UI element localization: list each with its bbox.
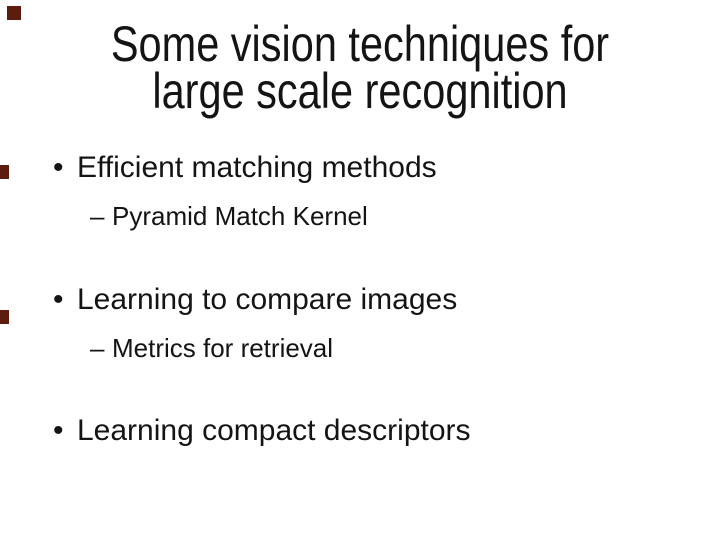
bullet-text: Learning compact descriptors xyxy=(77,414,471,447)
bullet-dot-icon: • xyxy=(53,151,64,184)
bullet-item-learning-compact-descriptors: • Learning compact descriptors xyxy=(0,413,720,449)
bullet-item-efficient-matching: • Efficient matching methods xyxy=(0,150,720,186)
sub-bullet-text: Metrics for retrieval xyxy=(112,333,334,363)
dash-icon: – xyxy=(90,333,105,363)
dash-icon: – xyxy=(90,201,105,231)
sub-bullet-text: Pyramid Match Kernel xyxy=(112,201,368,231)
sub-bullet-item-pyramid-match-kernel: – Pyramid Match Kernel xyxy=(0,200,720,232)
red-square-marker-top-left-icon xyxy=(7,6,21,20)
bullet-dot-icon: • xyxy=(53,283,64,316)
bullet-item-learning-to-compare: • Learning to compare images xyxy=(0,282,720,318)
red-square-marker-left-edge-upper-icon xyxy=(0,165,9,179)
slide-title-line-2: large scale recognition xyxy=(152,63,568,119)
slide-title-line-1: Some vision techniques for xyxy=(110,16,610,72)
bullet-text: Learning to compare images xyxy=(77,283,458,316)
bullet-dot-icon: • xyxy=(53,414,64,447)
slide-title: Some vision techniques for large scale r… xyxy=(61,16,659,119)
red-square-marker-left-edge-lower-icon xyxy=(0,310,9,324)
bullet-text: Efficient matching methods xyxy=(77,151,437,184)
sub-bullet-item-metrics-for-retrieval: – Metrics for retrieval xyxy=(0,332,720,364)
